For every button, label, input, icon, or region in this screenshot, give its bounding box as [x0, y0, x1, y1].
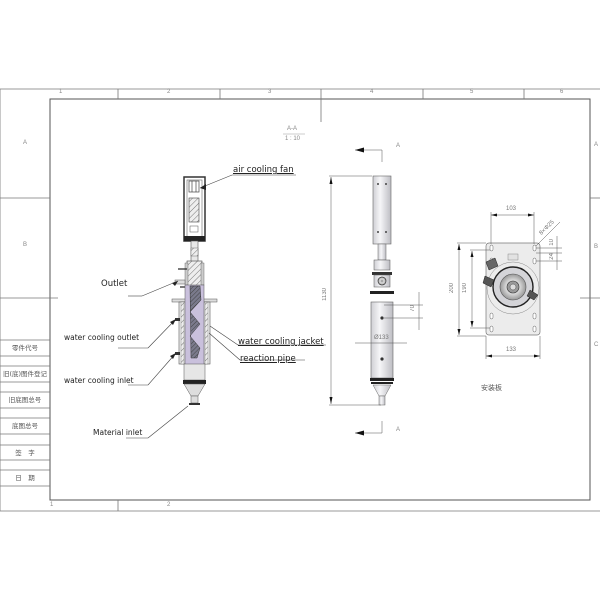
- callout-water-cooling-jacket: water cooling jacket: [238, 337, 324, 347]
- dim-offset-1: 10: [549, 239, 555, 246]
- callout-reaction-pipe: reaction pipe: [240, 354, 296, 364]
- title-block-base-number: 底图总号: [12, 422, 38, 430]
- callout-air-cooling-fan: air cooling fan: [233, 165, 294, 175]
- row-label-a-right: A: [594, 142, 599, 148]
- callout-water-cooling-outlet: water cooling outlet: [64, 333, 140, 342]
- section-arrows: [329, 147, 364, 436]
- dim-height-inner: 190: [462, 283, 468, 294]
- sheet-border: [0, 88, 600, 512]
- section-view-scale: 1 : 10: [285, 136, 301, 142]
- section-view-label: A-A: [287, 126, 298, 132]
- dim-overall-height: 1130: [322, 288, 328, 301]
- callout-outlet: Outlet: [101, 279, 128, 289]
- side-view: [370, 175, 394, 406]
- col-label-5: 5: [470, 89, 474, 95]
- bottom-col-label-1: 1: [50, 502, 54, 508]
- section-marker-top: A: [396, 143, 401, 149]
- callout-leaders: [118, 174, 326, 439]
- dim-jacket-diameter: Ø133: [374, 335, 389, 341]
- row-label-b-right: B: [594, 244, 599, 250]
- col-label-2: 2: [167, 89, 171, 95]
- section-assembly: [171, 176, 218, 405]
- dim-plate-width-bottom: 133: [506, 347, 517, 353]
- row-label-a-left: A: [23, 140, 28, 146]
- section-marker-bottom: A: [396, 427, 401, 433]
- mounting-plate-caption: 安装板: [481, 384, 502, 392]
- callout-water-cooling-inlet: water cooling inlet: [64, 376, 134, 385]
- col-label-3: 3: [268, 89, 272, 95]
- title-block-signature: 签 字: [15, 449, 35, 457]
- col-label-4: 4: [370, 89, 374, 95]
- dim-height-outer: 200: [449, 283, 455, 294]
- col-label-1: 1: [59, 89, 63, 95]
- mounting-plate: [482, 242, 541, 336]
- dim-plate-width-top: 103: [506, 206, 517, 212]
- title-block-date: 日 期: [15, 474, 35, 482]
- mounting-plate-dimensions: [457, 212, 562, 359]
- dimension-arrowheads: [457, 213, 540, 358]
- title-block-old-base-number: 旧底图总号: [8, 396, 42, 404]
- callout-material-inlet: Material inlet: [93, 428, 143, 437]
- bottom-col-label-2: 2: [167, 502, 171, 508]
- dim-port-spacing: 70: [410, 305, 416, 312]
- dim-offset-2: 24: [549, 253, 555, 260]
- col-label-6: 6: [560, 89, 564, 95]
- title-block-old-register: 旧(底)图件登记: [2, 370, 48, 378]
- title-block-part-code: 零件代号: [12, 344, 38, 352]
- row-label-c-right: C: [594, 342, 599, 348]
- row-label-b-left: B: [23, 242, 28, 248]
- callout-arrowheads: [170, 184, 206, 359]
